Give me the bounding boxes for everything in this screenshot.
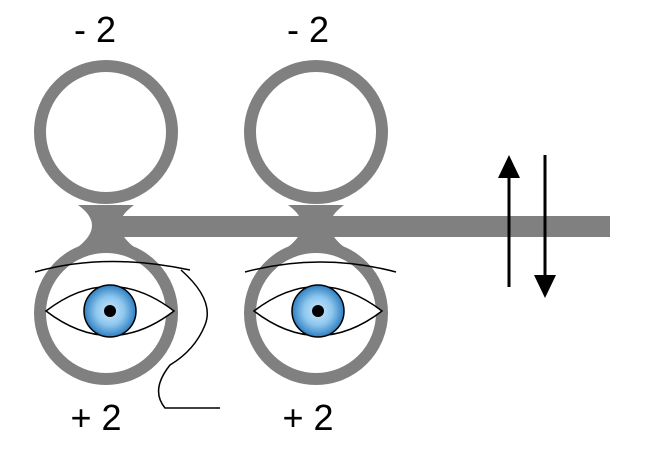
right-top-lens bbox=[244, 60, 388, 204]
right-flipper bbox=[244, 60, 388, 385]
left-top-label: - 2 bbox=[74, 9, 116, 50]
right-eyebrow bbox=[244, 261, 397, 273]
arrow-up-icon bbox=[498, 155, 520, 287]
flipper-handle bbox=[105, 216, 610, 237]
eye-icon bbox=[44, 284, 176, 338]
eye-icon bbox=[252, 284, 384, 338]
left-eyebrow bbox=[34, 260, 191, 273]
right-top-label: - 2 bbox=[287, 9, 329, 50]
arrow-down-icon bbox=[534, 155, 556, 298]
right-bottom-label: + 2 bbox=[282, 397, 333, 438]
right-bottom-lens bbox=[244, 241, 388, 385]
left-pupil bbox=[104, 305, 116, 317]
left-bottom-label: + 2 bbox=[70, 397, 121, 438]
right-bridge bbox=[288, 205, 344, 247]
right-pupil bbox=[312, 305, 324, 317]
left-bridge bbox=[78, 205, 134, 247]
nose-line bbox=[157, 269, 220, 409]
left-top-lens bbox=[34, 60, 178, 204]
